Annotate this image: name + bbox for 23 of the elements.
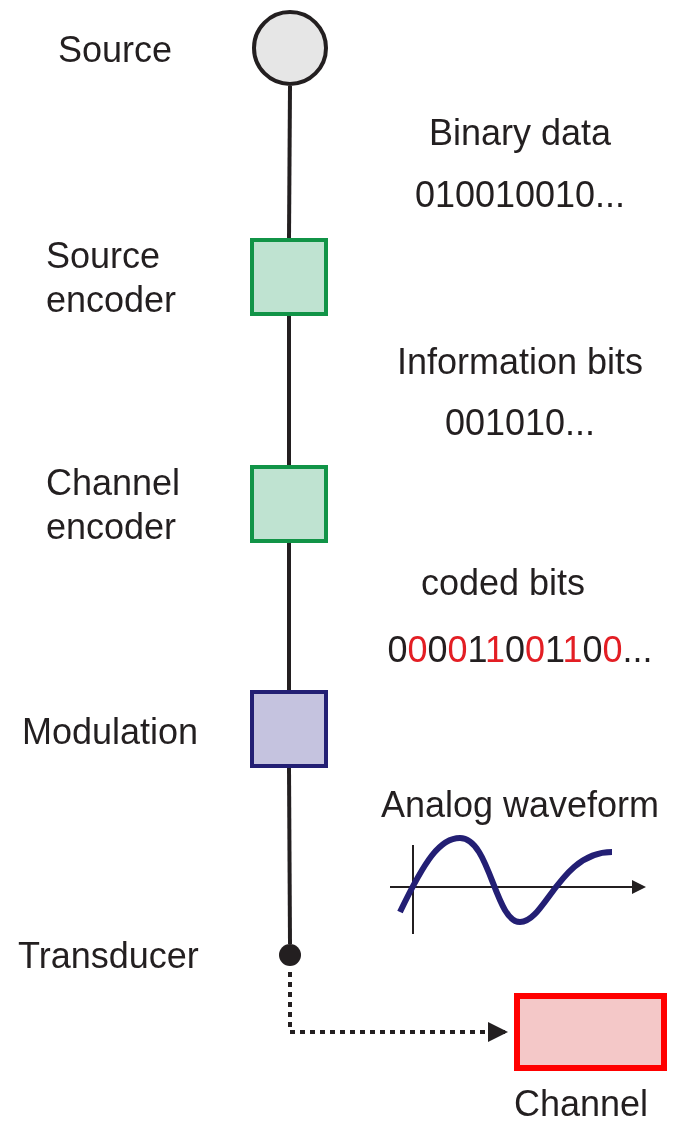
connector-line	[287, 316, 291, 465]
node-label: Transducer	[18, 934, 199, 978]
data-label: Binary data	[428, 111, 612, 155]
node-label: Channel encoder	[46, 461, 182, 549]
node-label: Modulation	[22, 710, 199, 754]
terminal-dot	[279, 944, 301, 966]
connector-line	[287, 768, 292, 944]
channel-box	[514, 993, 667, 1071]
connector-line	[287, 86, 292, 238]
bit-sequence: 000011001100...	[387, 628, 653, 672]
node-label: Source	[58, 28, 173, 72]
dotted-arrow	[288, 972, 508, 1042]
data-label: 001010...	[444, 401, 596, 445]
node-label: Channel	[514, 1082, 649, 1122]
process-box	[250, 238, 328, 316]
data-label: coded bits	[420, 561, 586, 605]
data-label: 010010010...	[414, 173, 626, 217]
connector-line	[287, 543, 291, 690]
node-label: Source encoder	[46, 234, 178, 322]
process-box	[250, 465, 328, 543]
data-label: Information bits	[396, 340, 644, 384]
waveform-caption: Analog waveform	[380, 783, 660, 827]
process-box	[250, 690, 328, 768]
